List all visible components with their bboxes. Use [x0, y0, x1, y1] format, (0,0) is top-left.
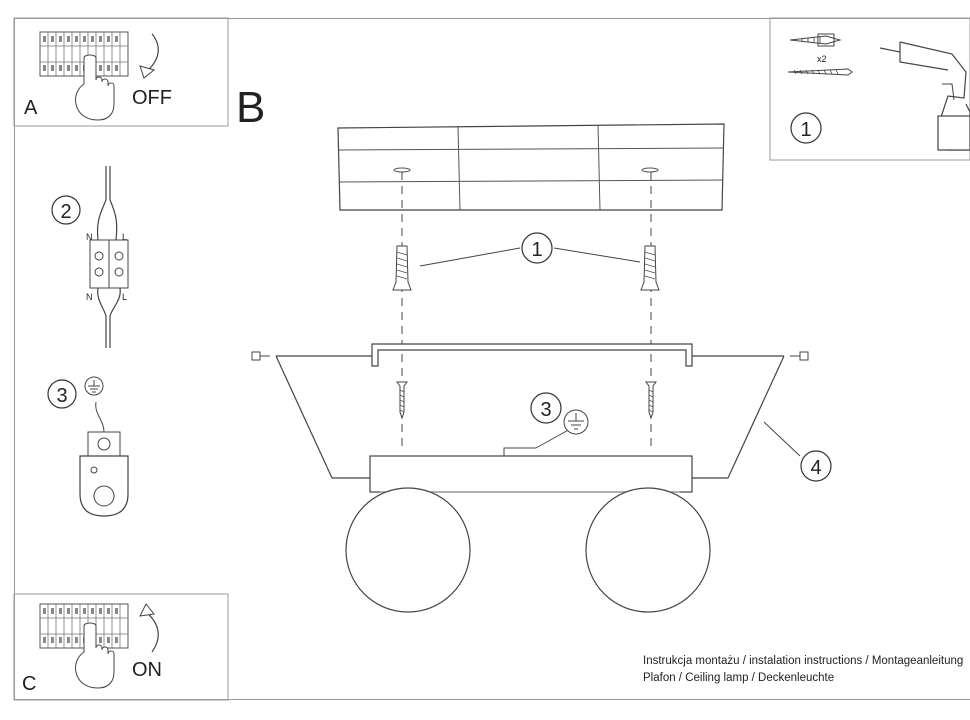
ground-step: 3 [47, 376, 129, 517]
off-label: OFF [132, 87, 172, 109]
lamp-housing-outline [275, 355, 785, 479]
on-label: ON [132, 659, 162, 681]
dowel-screw-icon [789, 33, 842, 47]
svg-text:1: 1 [531, 239, 542, 261]
panel-c-letter: C [22, 673, 36, 695]
lamp-body [332, 447, 728, 493]
glass-globe-left [345, 487, 471, 613]
wall-plug-left [392, 245, 412, 291]
screw-left [396, 381, 408, 419]
wiring-step: 2 N L N L [51, 166, 129, 348]
side-screw-right [790, 351, 809, 361]
screw-right [645, 381, 657, 419]
svg-text:3: 3 [540, 399, 551, 421]
callout-3: 3 [530, 392, 589, 449]
ground-symbol-icon [563, 409, 589, 435]
step-2-number: 2 [60, 201, 71, 223]
panel-a-letter: A [24, 97, 38, 119]
caption-instructions: Instrukcja montażu / instalation instruc… [643, 655, 964, 667]
drill-icon [879, 41, 970, 151]
callout-1: 1 [419, 232, 641, 267]
arrow-up-icon [145, 611, 159, 653]
wire-l-bottom-label: L [122, 292, 127, 302]
arrow-down-icon [145, 33, 159, 73]
panel-c-power-on: C ON [13, 593, 229, 701]
tools-panel: x2 1 [769, 17, 970, 161]
step-1-number: 1 [800, 119, 811, 141]
wire-n-bottom-label: N [86, 292, 93, 302]
panel-b-letter: B [236, 83, 265, 132]
drill-guide-lines [401, 172, 652, 448]
caption-product: Plafon / Ceiling lamp / Deckenleuchte [643, 672, 835, 684]
ground-symbol-icon [84, 376, 104, 396]
glass-globe-right [585, 487, 711, 613]
svg-text:4: 4 [810, 457, 821, 479]
page-frame [14, 18, 970, 700]
mounting-bracket [371, 343, 693, 367]
callout-4: 4 [763, 421, 832, 482]
panel-a-power-off: A OFF [13, 17, 229, 127]
wall-plug-right [640, 245, 660, 291]
ceiling-board [337, 123, 725, 211]
side-screw-left [251, 351, 270, 361]
wire-l-top-label: L [122, 232, 127, 242]
quantity-label: x2 [817, 54, 827, 64]
long-screw-icon [787, 68, 853, 76]
step-3-number: 3 [56, 385, 67, 407]
wire-n-top-label: N [86, 232, 93, 242]
